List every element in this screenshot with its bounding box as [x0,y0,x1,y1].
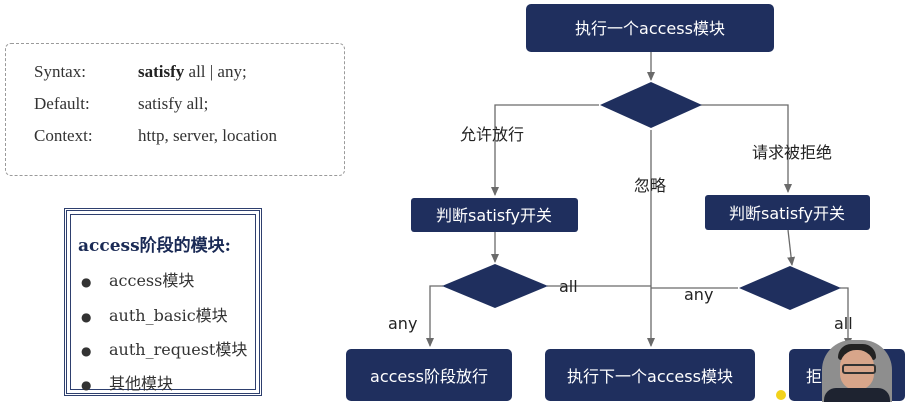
label-right-all: all [834,314,853,333]
presenter-face [840,350,874,390]
modules-title: access阶段的模块: [78,236,231,256]
default-key: Default: [34,94,90,113]
label-left-any: any [388,314,417,333]
edge-judge-right [787,229,796,266]
label-allow: 允许放行 [460,125,524,144]
syntax-row: Syntax: satisfy all | any; [34,62,247,82]
module-item-label: auth_request模块 [109,340,248,359]
bullet-icon: ● [81,275,92,289]
bullet-icon: ● [81,310,92,324]
bullet-icon: ● [81,378,92,392]
decision-right [739,266,841,310]
node-out-next [545,349,755,401]
node-judge-right-label: 判断satisfy开关 [729,204,845,223]
module-item-label: auth_basic模块 [109,306,228,325]
module-item: ● auth_basic模块 [81,302,228,326]
modules-inner: access阶段的模块: ● access模块 ● auth_basic模块 ● au… [70,214,256,393]
syntax-box: Syntax: satisfy all | any; Default: satisf… [5,43,345,176]
label-left-all: all [559,277,578,296]
node-out-pass-label: access阶段放行 [370,367,488,386]
decision-left [442,264,548,308]
default-row: Default: satisfy all; [34,94,208,114]
presenter-body [824,388,890,402]
edge-left-any [426,285,443,347]
bullet-icon: ● [81,344,92,358]
context-key: Context: [34,126,93,145]
label-denied: 请求被拒绝 [752,143,832,162]
syntax-value: all | any; [184,62,247,81]
node-out-pass [346,349,512,401]
context-value: http, server, location [138,126,278,145]
context-row: Context: http, server, location [34,126,277,146]
decision-top [600,82,702,128]
node-judge-left [411,198,578,232]
label-right-any: any [684,285,713,304]
syntax-directive: satisfy [138,62,185,81]
edges [426,52,852,347]
syntax-key: Syntax: [34,62,86,81]
module-item: ● 其他模块 [81,370,173,394]
node-judge-right [705,195,870,230]
default-value: satisfy all; [138,94,209,113]
glasses-icon [842,364,876,374]
node-start-label: 执行一个access模块 [575,19,725,38]
module-item-label: 其他模块 [109,374,174,393]
module-item: ● access模块 [81,267,194,291]
node-out-next-label: 执行下一个access模块 [567,367,733,386]
edge-denied [699,104,792,193]
edge-allow [491,104,599,196]
module-item: ● auth_request模块 [81,336,247,360]
modules-box: access阶段的模块: ● access模块 ● auth_basic模块 ● au… [64,208,262,396]
cursor-highlight [776,390,786,400]
edge-right-all [840,287,852,347]
presenter-video [822,340,892,402]
module-item-label: access模块 [109,271,195,290]
node-judge-left-label: 判断satisfy开关 [436,206,552,225]
label-ignore: 忽略 [634,176,666,195]
node-start [526,4,774,52]
node-out-reject-label: 拒 [806,367,822,386]
